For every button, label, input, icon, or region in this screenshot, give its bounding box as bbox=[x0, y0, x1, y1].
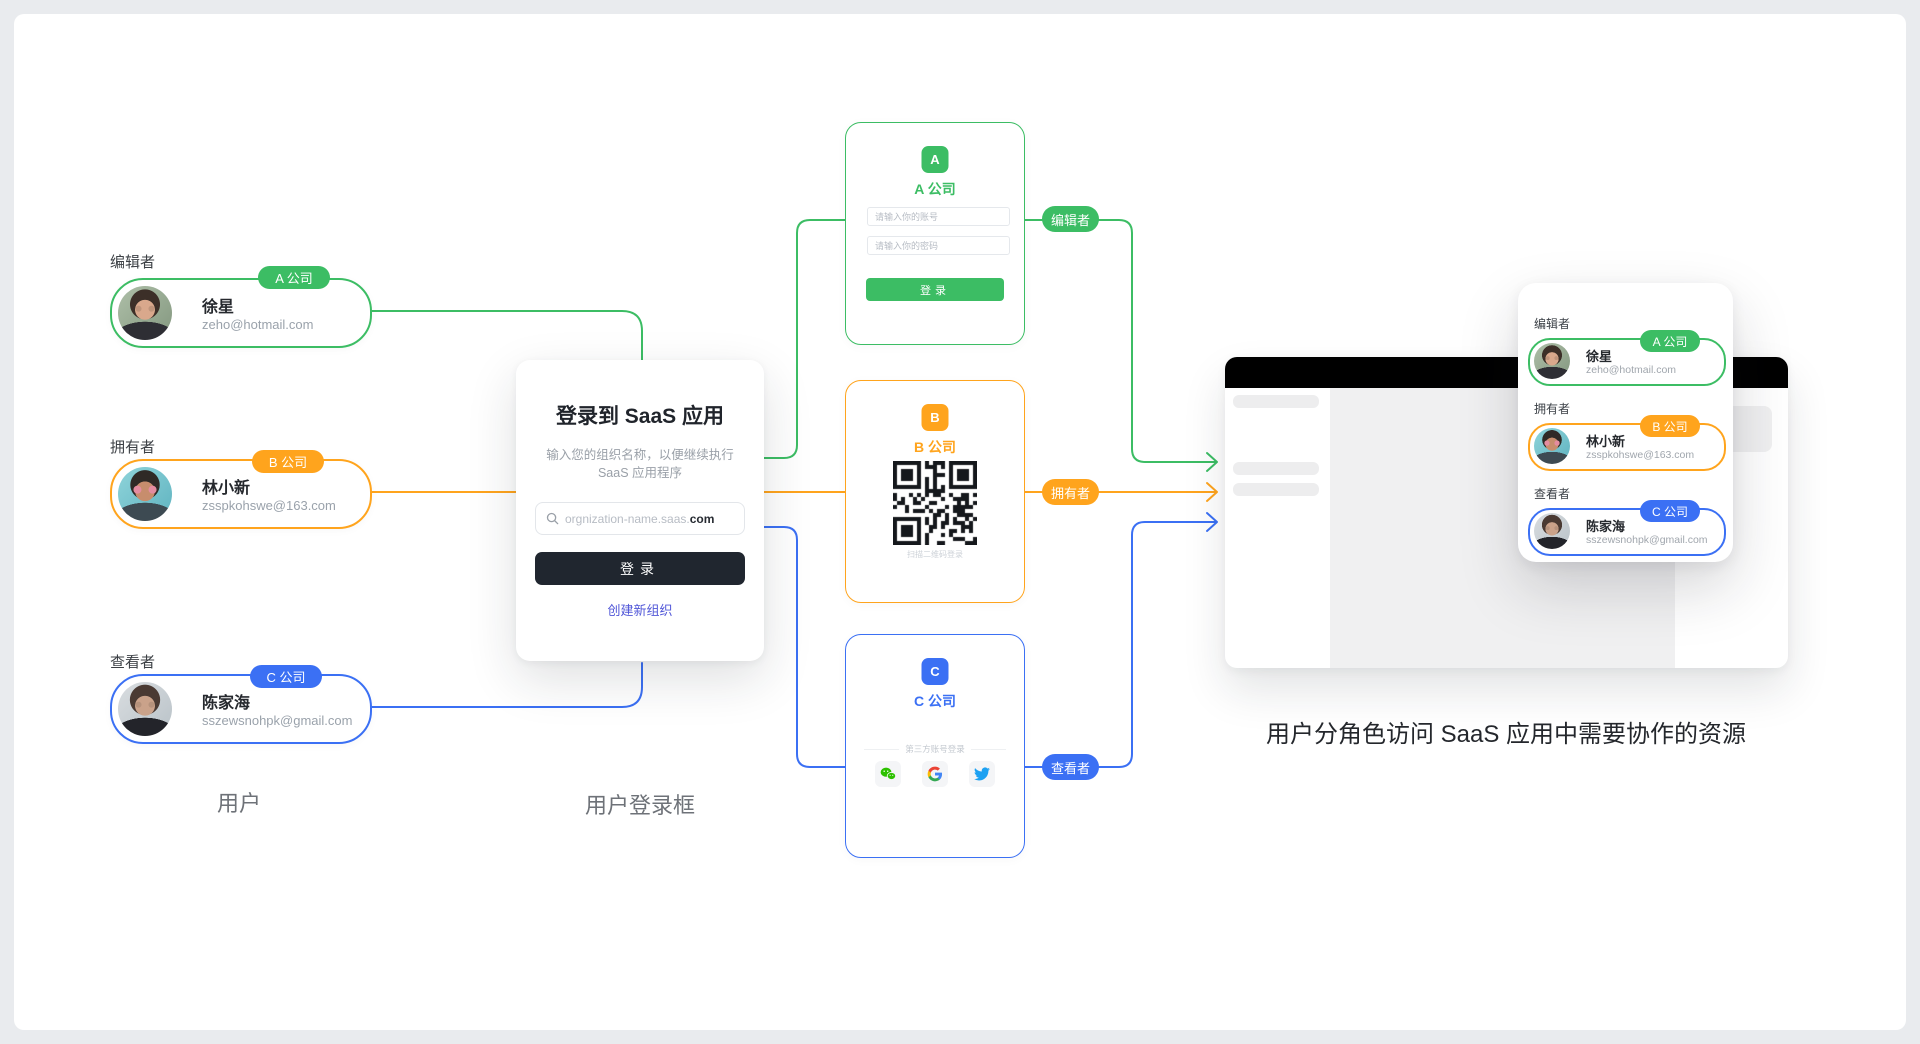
saas-login-dialog: 登录到 SaaS 应用 输入您的组织名称，以便继续执行 SaaS 应用程序 or… bbox=[516, 360, 764, 661]
company-b-name: B 公司 bbox=[914, 439, 956, 455]
company-b-card: B B 公司 扫描二维码登录 bbox=[845, 380, 1025, 603]
flow-badge-editor: 编辑者 bbox=[1042, 206, 1099, 232]
caption-users: 用户 bbox=[216, 791, 262, 816]
caption-result: 用户分角色访问 SaaS 应用中需要协作的资源 bbox=[1265, 721, 1747, 748]
avatar bbox=[1534, 513, 1570, 549]
user-card-viewer: 陈家海 sszewsnohpk@gmail.com bbox=[110, 674, 372, 744]
company-badge: C 公司 bbox=[250, 665, 322, 688]
google-login-button[interactable] bbox=[922, 761, 948, 787]
avatar bbox=[118, 286, 172, 340]
create-organization-link[interactable]: 创建新组织 bbox=[607, 603, 673, 618]
member-name: 陈家海 bbox=[1586, 519, 1626, 534]
company-badge: A 公司 bbox=[1640, 330, 1700, 352]
company-a-card: A A 公司 请输入你的账号 请输入你的密码 登录 bbox=[845, 122, 1025, 345]
company-badge: A 公司 bbox=[258, 266, 330, 289]
input-placeholder: orgnization-name.saas. bbox=[565, 511, 690, 526]
account-input[interactable]: 请输入你的账号 bbox=[867, 207, 1010, 226]
password-input[interactable]: 请输入你的密码 bbox=[867, 236, 1010, 255]
wechat-icon bbox=[880, 767, 897, 780]
member-role-label: 编辑者 bbox=[1534, 317, 1571, 331]
search-icon bbox=[546, 512, 559, 525]
company-c-logo: C bbox=[921, 658, 949, 685]
input-placeholder-domain: com bbox=[689, 511, 715, 526]
user-role-label: 编辑者 bbox=[110, 254, 156, 271]
login-button[interactable]: 登录 bbox=[535, 552, 745, 585]
company-c-name: C 公司 bbox=[914, 693, 956, 709]
member-row-editor: 徐星 zeho@hotmail.com bbox=[1528, 338, 1726, 386]
member-role-label: 查看者 bbox=[1534, 487, 1571, 501]
user-email: sszewsnohpk@gmail.com bbox=[202, 713, 353, 728]
user-role-label: 拥有者 bbox=[110, 439, 156, 456]
user-name: 徐星 bbox=[202, 299, 235, 316]
avatar bbox=[118, 467, 172, 521]
organization-input[interactable]: orgnization-name.saas.com bbox=[535, 502, 745, 535]
dialog-subtitle: 输入您的组织名称，以便继续执行 SaaS 应用程序 bbox=[546, 448, 734, 480]
qr-code bbox=[893, 461, 977, 545]
user-email: zsspkohswe@163.com bbox=[202, 498, 336, 513]
user-email: zeho@hotmail.com bbox=[202, 317, 314, 332]
member-email: sszewsnohpk@gmail.com bbox=[1586, 534, 1708, 546]
user-card-owner: 林小新 zsspkohswe@163.com bbox=[110, 459, 372, 529]
user-name: 陈家海 bbox=[202, 695, 251, 712]
flow-badge-viewer: 查看者 bbox=[1042, 754, 1099, 780]
third-party-divider: 第三方账号登录 bbox=[864, 743, 1006, 755]
twitter-icon bbox=[974, 767, 990, 781]
user-name: 林小新 bbox=[202, 480, 251, 497]
company-badge: C 公司 bbox=[1640, 500, 1700, 522]
sidebar-placeholder bbox=[1233, 483, 1319, 496]
company-a-login-button[interactable]: 登录 bbox=[866, 278, 1004, 301]
user-role-label: 查看者 bbox=[110, 654, 156, 671]
qr-caption: 扫描二维码登录 bbox=[907, 550, 963, 559]
company-a-name: A 公司 bbox=[914, 181, 956, 197]
avatar bbox=[1534, 343, 1570, 379]
company-c-card: C C 公司 第三方账号登录 bbox=[845, 634, 1025, 858]
members-panel: 编辑者 A 公司 徐星 zeho@hotmail.com 拥有者 B 公司 林小… bbox=[1518, 283, 1733, 562]
sidebar-placeholder bbox=[1233, 462, 1319, 475]
sidebar-placeholder bbox=[1233, 395, 1319, 408]
company-a-logo: A bbox=[921, 146, 949, 173]
member-name: 徐星 bbox=[1586, 349, 1613, 364]
member-email: zsspkohswe@163.com bbox=[1586, 449, 1695, 461]
avatar bbox=[118, 682, 172, 736]
company-b-logo: B bbox=[921, 404, 949, 431]
company-badge: B 公司 bbox=[1640, 415, 1700, 437]
user-card-editor: 徐星 zeho@hotmail.com bbox=[110, 278, 372, 348]
member-role-label: 拥有者 bbox=[1534, 402, 1571, 416]
caption-login-box: 用户登录框 bbox=[584, 793, 696, 818]
avatar bbox=[1534, 428, 1570, 464]
wechat-login-button[interactable] bbox=[875, 761, 901, 787]
member-email: zeho@hotmail.com bbox=[1586, 364, 1677, 376]
member-name: 林小新 bbox=[1586, 434, 1626, 449]
flow-badge-owner: 拥有者 bbox=[1042, 479, 1099, 505]
google-icon bbox=[927, 766, 943, 782]
dialog-title: 登录到 SaaS 应用 bbox=[555, 405, 725, 428]
company-badge: B 公司 bbox=[252, 450, 324, 473]
twitter-login-button[interactable] bbox=[969, 761, 995, 787]
